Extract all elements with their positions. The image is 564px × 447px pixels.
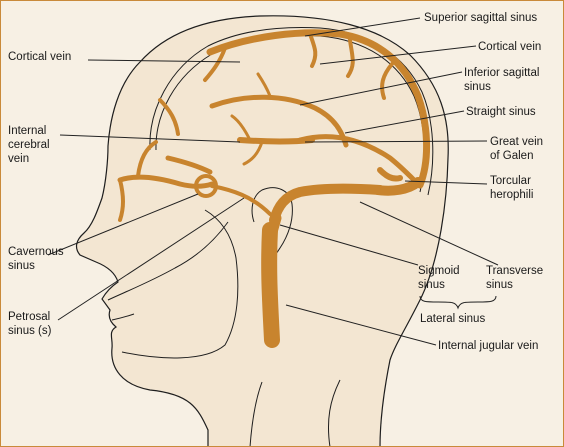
neck-line-back — [327, 379, 341, 447]
label-cavernous-2: sinus — [8, 260, 35, 272]
leader-great-vein — [304, 140, 488, 143]
label-inferior-sagittal-sinus-1: Inferior sagittal — [464, 67, 539, 79]
label-internal-cerebral-2: cerebral — [8, 139, 50, 151]
internal-jugular-vessel — [261, 222, 280, 348]
leader-jugular — [285, 304, 437, 346]
jaw-line — [121, 209, 239, 359]
label-internal-cerebral-1: Internal — [8, 125, 46, 137]
label-transverse-2: sinus — [486, 279, 513, 291]
mouth-line — [111, 313, 135, 321]
label-superior-sagittal-sinus: Superior sagittal sinus — [424, 12, 537, 24]
straight-sinus-vessel — [297, 134, 417, 183]
cortical-vein-branch-2 — [308, 32, 318, 68]
venous-system — [117, 29, 430, 348]
leader-inferior-sagittal — [299, 71, 463, 106]
label-sigmoid-2: sinus — [418, 279, 445, 291]
cortical-vein-branch-7 — [230, 114, 252, 142]
cortical-vein-branch-8 — [242, 140, 264, 166]
label-internal-cerebral-3: vein — [8, 153, 29, 165]
leader-cortical-right — [319, 45, 477, 65]
internal-cerebral-vessel — [165, 155, 213, 175]
label-torcular-1: Torcular — [490, 175, 531, 187]
neck-line — [249, 381, 263, 447]
great-vein-vessel — [237, 137, 315, 145]
label-great-vein-2: of Galen — [490, 150, 533, 162]
facial-vessel — [136, 140, 158, 178]
cheek-line — [107, 221, 229, 301]
label-sigmoid-1: Sigmoid — [418, 265, 460, 277]
leader-straight-sinus — [344, 110, 465, 134]
leader-sigmoid — [279, 224, 419, 266]
label-cortical-vein-left: Cortical vein — [8, 51, 71, 63]
label-petrosal-2: sinus (s) — [8, 325, 52, 337]
label-petrosal-1: Petrosal — [8, 311, 50, 323]
label-cavernous-1: Cavernous — [8, 246, 64, 258]
transverse-sinus-vessel — [269, 183, 385, 225]
inferior-sagittal-sinus-vessel — [209, 94, 349, 148]
label-torcular-2: herophili — [490, 189, 533, 201]
leader-lines — [47, 17, 499, 346]
leader-cavernous — [47, 193, 199, 256]
label-internal-jugular: Internal jugular vein — [438, 340, 538, 352]
lateral-sinus-brace — [419, 295, 497, 310]
leader-cortical-left — [87, 59, 241, 63]
label-inferior-sagittal-sinus-2: sinus — [464, 81, 491, 93]
label-lateral-sinus: Lateral sinus — [420, 313, 485, 325]
cortical-vein-branch-5 — [158, 98, 180, 136]
leader-transverse — [359, 201, 499, 266]
cortical-vein-branch-6 — [256, 72, 272, 98]
torcular-notch — [377, 167, 403, 182]
diagram-labels: Superior sagittal sinus Cortical vein In… — [8, 12, 543, 352]
leader-petrosal — [57, 197, 245, 321]
cortical-vein-branch-3 — [346, 38, 355, 78]
cavernous-plexus — [194, 174, 218, 198]
label-transverse-1: Transverse — [486, 265, 543, 277]
cortical-vein-branch-1 — [203, 46, 227, 82]
superior-sagittal-sinus-vessel — [206, 29, 430, 189]
ophthalmic-vessel — [118, 178, 125, 222]
label-great-vein-1: Great vein — [490, 136, 543, 148]
label-straight-sinus: Straight sinus — [466, 106, 536, 118]
cortical-vein-branch-4 — [380, 62, 394, 100]
leader-torcular — [404, 180, 488, 185]
label-cortical-vein-right: Cortical vein — [478, 41, 541, 53]
leader-superior-sagittal — [304, 17, 421, 37]
leader-internal-cerebral — [59, 134, 241, 143]
